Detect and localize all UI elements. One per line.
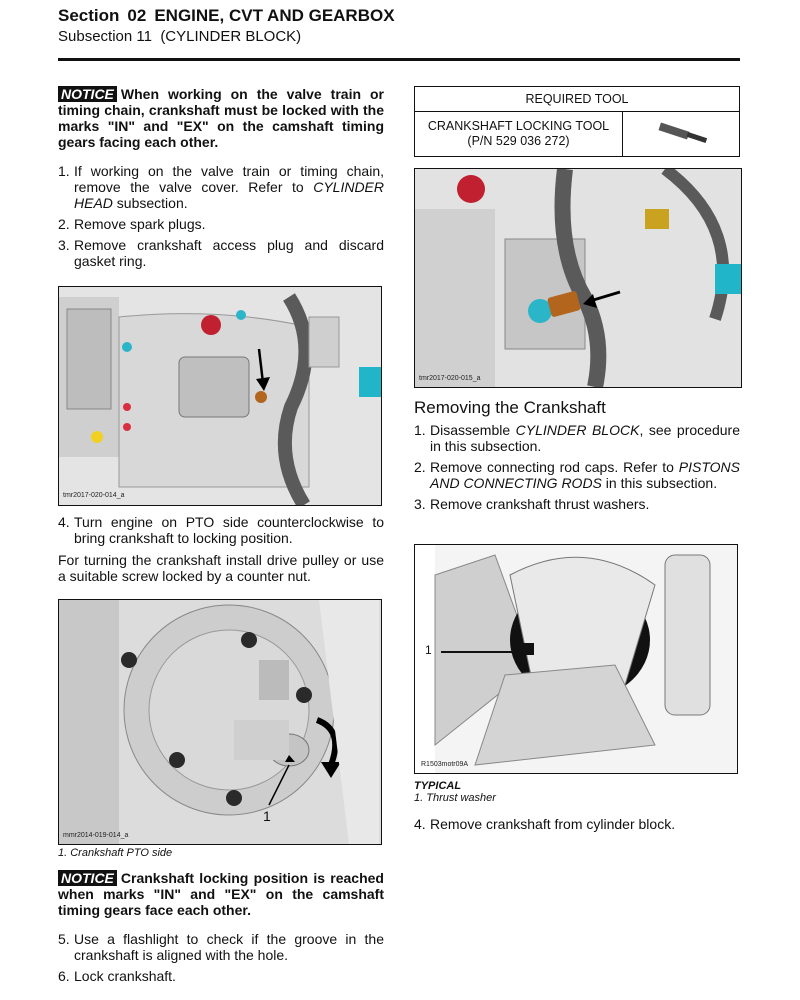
figure-code: mmr2014-019-014_a	[63, 832, 129, 839]
pto-illustration	[59, 600, 381, 844]
steps-list-c: 1.Disassemble CYLINDER BLOCK, see proced…	[414, 422, 740, 512]
list-item: 6.Lock crankshaft.	[58, 968, 176, 984]
list-item: 3.Remove crankshaft thrust washers.	[414, 496, 650, 512]
notice-badge: NOTICE	[58, 86, 117, 102]
pulley-paragraph: For turning the crankshaft install drive…	[58, 552, 384, 584]
header-rule	[58, 58, 740, 61]
tool-name-cell: CRANKSHAFT LOCKING TOOL (P/N 529 036 272…	[414, 111, 623, 157]
steps-list-a: 1.If working on the valve train or timin…	[58, 163, 384, 269]
figure-caption-title: TYPICAL	[414, 780, 462, 792]
callout-leader	[441, 651, 517, 653]
list-item: 1.Disassemble CYLINDER BLOCK, see proced…	[414, 422, 740, 454]
list-item: 5.Use a flashlight to check if the groov…	[58, 931, 384, 963]
subsection-title: Subsection 11 (CYLINDER BLOCK)	[58, 28, 302, 45]
list-item: 2.Remove connecting rod caps. Refer to P…	[414, 459, 740, 491]
list-item: 2.Remove spark plugs.	[58, 216, 206, 232]
pto-side-figure: 1 mmr2014-019-014_a	[58, 599, 382, 845]
steps-list-step4: 4.Turn engine on PTO side counterclockwi…	[58, 514, 384, 546]
steps-list-final: 4.Remove crankshaft from cylinder block.	[414, 816, 740, 832]
cross-reference: CYLINDER BLOCK	[515, 422, 640, 438]
notice-text: Crankshaft locking position is reached w…	[58, 870, 384, 918]
list-item: 4.Turn engine on PTO side counterclockwi…	[58, 514, 384, 546]
notice-badge: NOTICE	[58, 870, 117, 886]
engine-figure-access-plug: tmr2017-020-014_a	[58, 286, 382, 506]
cross-reference: PISTONS AND CONNECTING RODS	[430, 459, 740, 491]
figure-code: R1503motr09A	[421, 761, 469, 768]
steps-list-b: 5.Use a flashlight to check if the groov…	[58, 931, 384, 984]
section-heading: Removing the Crankshaft	[414, 398, 606, 417]
engine-illustration	[59, 287, 381, 505]
figure-callout: 1	[263, 808, 271, 824]
locking-tool-icon	[658, 122, 708, 143]
tool-image-cell	[622, 111, 740, 157]
required-tool-table: REQUIRED TOOL CRANKSHAFT LOCKING TOOL (P…	[414, 86, 740, 157]
figure-caption: 1. Crankshaft PTO side	[58, 847, 173, 859]
figure-code: tmr2017-020-014_a	[63, 492, 125, 499]
crankshaft-illustration	[415, 545, 737, 773]
figure-caption: 1. Thrust washer	[414, 792, 496, 804]
locking-tool-installed-figure: tmr2017-020-015_a	[414, 168, 742, 388]
thrust-washer-figure: 1 R1503motr09A	[414, 544, 738, 774]
list-item: 4.Remove crankshaft from cylinder block.	[414, 816, 676, 832]
engine-lock-illustration	[415, 169, 741, 387]
figure-code: tmr2017-020-015_a	[419, 375, 481, 382]
notice-text: When working on the valve train or timin…	[58, 86, 384, 150]
list-item: 3.Remove crankshaft access plug and disc…	[58, 237, 384, 269]
list-item: 1.If working on the valve train or timin…	[58, 163, 384, 211]
figure-callout: 1	[425, 643, 432, 657]
cross-reference: CYLINDER HEAD	[74, 179, 384, 211]
tool-table-header: REQUIRED TOOL	[414, 86, 740, 112]
